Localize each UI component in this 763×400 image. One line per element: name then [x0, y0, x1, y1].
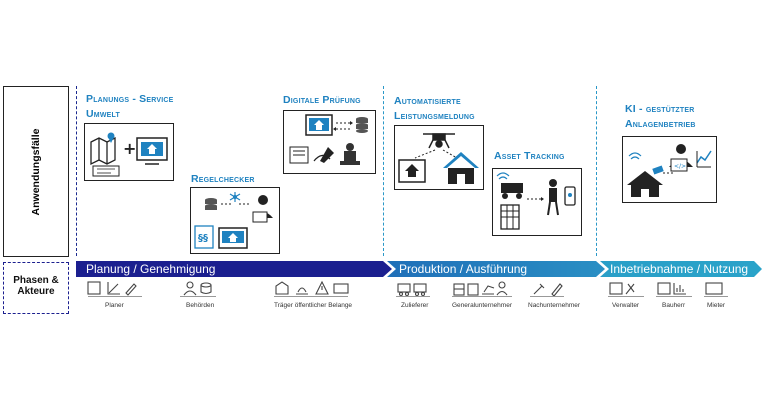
- pen-icon: [125, 283, 137, 296]
- phase-label-planung: Planung / Genehmigung: [86, 262, 216, 276]
- tool-icon: [533, 283, 545, 295]
- svg-text:</>: </>: [674, 163, 686, 170]
- usecase-card-planung: +: [84, 123, 174, 181]
- svg-text:§§: §§: [198, 233, 208, 244]
- phase-label-nutzung: Inbetriebnahme / Nutzung: [610, 262, 749, 276]
- phase-label-produktion: Produktion / Ausführung: [399, 262, 528, 276]
- tenant-icon: [705, 282, 723, 295]
- actor-label-verwalter: Verwalter: [612, 302, 640, 309]
- usecase-title-asset-tracking: Asset Tracking: [494, 150, 565, 162]
- actor-underline-zulieferer: [396, 296, 430, 297]
- use-cases-row-label-box: Anwendungsfälle: [3, 86, 69, 257]
- actor-label-planer: Planer: [105, 302, 124, 309]
- actor-label-nachunternehmer: Nachunternehmer: [528, 302, 581, 309]
- usecase-card-regelchecker: §§: [190, 187, 280, 254]
- usecase-title-pruefung: Digitale Prüfung: [283, 94, 361, 106]
- actor-underline-bauherr: [656, 296, 692, 297]
- sign-icon: [333, 283, 349, 294]
- phase-arrow-produktion: [387, 261, 605, 277]
- usecase-card-ki: </>: [622, 136, 717, 203]
- actor-label-generalunternehmer: Generalunternehmer: [452, 302, 512, 309]
- crane-icon: [467, 283, 479, 296]
- excavator-icon: [482, 285, 495, 295]
- usecase-card-pruefung: [283, 110, 376, 174]
- usecase-title-leistungsmeldung: Automatisierte Leistungsmeldung: [394, 95, 475, 122]
- chart-icon: [673, 283, 686, 295]
- planer-icon: [87, 281, 101, 295]
- svg-text:+: +: [123, 139, 136, 158]
- paint-icon: [551, 283, 563, 297]
- warning-icon: [315, 280, 329, 295]
- usecase-card-asset-tracking: [492, 168, 582, 236]
- usecase-card-leistungsmeldung: [394, 125, 484, 190]
- actor-underline-traeger: [274, 296, 348, 297]
- actor-icons-row: [87, 280, 723, 297]
- actor-label-zulieferer: Zulieferer: [401, 302, 429, 309]
- actor-underline-nu: [530, 296, 564, 297]
- delivery-icon: [413, 283, 427, 293]
- actor-label-bauherr: Bauherr: [662, 302, 686, 309]
- actor-underline-behoerden: [180, 296, 216, 297]
- actor-underline-planer: [88, 296, 142, 297]
- worker-icon: [498, 281, 506, 289]
- official-icon: [186, 281, 194, 289]
- phase-arrow-nutzung: [600, 261, 762, 277]
- database-icon: [200, 282, 212, 288]
- phase-arrow-planung: [76, 261, 392, 277]
- usecase-title-planung: Planungs - Service Umwelt: [86, 93, 174, 120]
- ai-operations-icon: </>: [627, 144, 712, 197]
- asset-tracking-icon: [496, 172, 576, 230]
- utility-icon-2: [296, 287, 308, 295]
- tools-icon: [625, 283, 635, 295]
- phase-separator-produktion: [383, 86, 384, 256]
- phases-row-label-line1: Phasen &: [13, 275, 59, 286]
- phase-separator-planung: [76, 86, 77, 256]
- phase-separator-nutzung: [596, 86, 597, 256]
- actor-label-traeger: Träger öffentlicher Belange: [274, 302, 353, 309]
- use-cases-row-label: Anwendungsfälle: [30, 128, 42, 215]
- manager-icon: [609, 282, 623, 295]
- actor-label-mieter: Mieter: [707, 302, 726, 309]
- digital-review-icon: [289, 114, 368, 165]
- owner-icon: [657, 282, 671, 295]
- phases-row-label-line2: Akteure: [17, 286, 55, 297]
- drone-monitor-house-icon: [398, 133, 479, 184]
- actor-underline-mieter: [704, 296, 728, 297]
- drafting-icon: [107, 282, 120, 295]
- usecase-title-ki: KI - gestützter Anlagenbetrieb: [625, 103, 696, 130]
- truck-icon: [397, 283, 411, 293]
- map-plan-monitor-icon: +: [90, 132, 168, 177]
- phase-arrow-banner: [76, 261, 762, 277]
- actor-underline-verwalter: [608, 296, 644, 297]
- actor-underline-gu: [452, 296, 512, 297]
- actor-label-behoerden: Behörden: [186, 302, 215, 309]
- utility-icon-1: [275, 281, 289, 295]
- usecase-title-regelchecker: Regelchecker: [191, 173, 255, 185]
- phases-row-label-box: Phasen & Akteure: [3, 262, 69, 314]
- rule-checker-icon: §§: [194, 192, 273, 249]
